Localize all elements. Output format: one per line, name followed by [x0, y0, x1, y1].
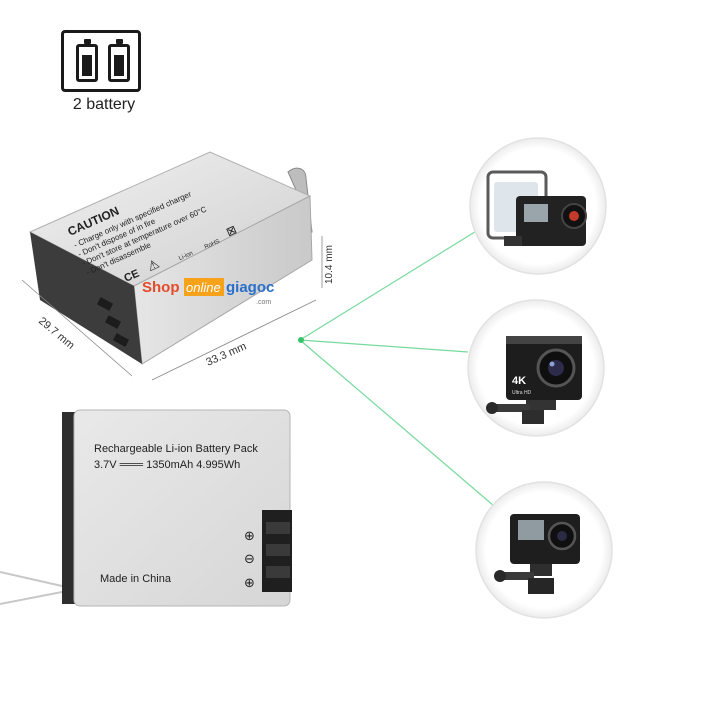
- battery-count-badge: 2 battery: [56, 26, 152, 122]
- laser-origin: [298, 337, 304, 343]
- battery-left-face: [30, 232, 142, 364]
- watermark-logo: Shop online giagoc .com: [142, 278, 274, 306]
- battery-made-in: Made in China: [100, 573, 172, 585]
- camera-4k-badge: 4K: [512, 375, 526, 387]
- warning-icon: ⚠: [145, 257, 162, 275]
- dim-depth-label: 29.7 mm: [36, 315, 76, 352]
- top-battery: CAUTION - Charge only with specified cha…: [21, 151, 335, 381]
- watermark-shop: Shop: [142, 279, 180, 296]
- battery-spec-line: 3.7V ═══ 1350mAh 4.995Wh: [94, 459, 240, 471]
- liion-mark: Li-ion: [178, 251, 194, 262]
- bottom-battery: Rechargeable Li-ion Battery Pack 3.7V ══…: [0, 409, 292, 607]
- watermark-badge: [184, 278, 224, 296]
- camera-4k-sub: Ultra HD: [512, 390, 532, 396]
- laser-line-middle: [299, 339, 469, 353]
- rohs-mark: RoHS: [204, 239, 221, 251]
- watermark-online: online: [186, 280, 221, 295]
- terminal-plus-icon-2: ⊕: [244, 576, 255, 591]
- terminal-block: ⊕ ⊖ ⊕: [244, 510, 292, 592]
- laser-line-top: [299, 229, 479, 341]
- watermark-suffix: .com: [256, 299, 271, 306]
- battery-pair-icon: [61, 30, 141, 92]
- battery-cell-icon: [108, 39, 130, 82]
- dim-width-label: 33.3 mm: [204, 340, 248, 368]
- camera-circle-1: [469, 137, 607, 275]
- camera-circle-2: 4K Ultra HD: [467, 299, 605, 437]
- battery-cell-icon: [76, 39, 98, 82]
- battery-wire: [0, 571, 63, 587]
- camera-circle-3: [475, 481, 613, 619]
- watermark-giagoc: giagoc: [226, 279, 274, 296]
- laser-lines: [299, 229, 495, 507]
- terminal-minus-icon: ⊖: [244, 552, 255, 567]
- battery-count-label: 2 battery: [72, 96, 136, 113]
- dim-height-label: 10.4 mm: [324, 245, 335, 284]
- ce-mark: CE: [122, 268, 141, 285]
- battery-terminals: [96, 297, 130, 347]
- dimension-lines: [21, 236, 323, 381]
- battery-name-line: Rechargeable Li-ion Battery Pack: [94, 443, 258, 455]
- laser-line-bottom: [299, 339, 495, 507]
- terminal-plus-icon: ⊕: [244, 529, 255, 544]
- battery-label-panel: [73, 409, 291, 607]
